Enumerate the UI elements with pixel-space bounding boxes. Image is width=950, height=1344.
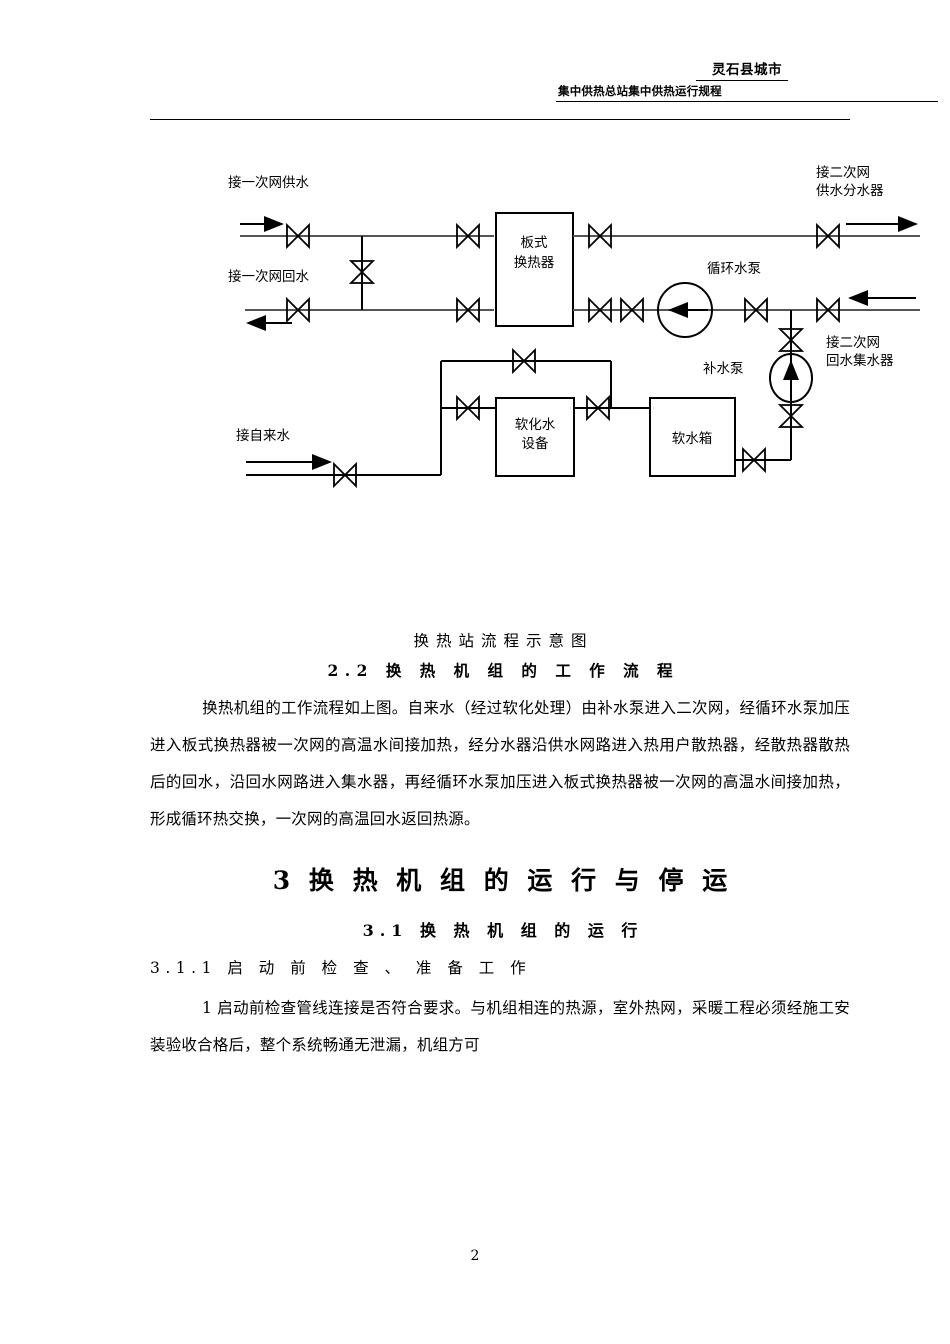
label-circulation-pump: 循环水泵 <box>707 261 761 277</box>
paragraph-pre-start-check: 1 启动前检查管线连接是否符合要求。与机组相连的热源，室外热网，采暖工程必须经施… <box>150 990 850 1064</box>
header-rule-full <box>150 119 850 120</box>
page-number: 2 <box>470 1248 480 1264</box>
label-tap-water: 接自来水 <box>236 427 290 444</box>
soft-water-tank-box <box>649 397 736 477</box>
water-softener-label-line1: 软化水 <box>515 417 556 433</box>
soft-water-tank-label: 软水箱 <box>672 431 713 447</box>
heading-section-3-1-1: 3.1.1 启 动 前 检 查 、 准 备 工 作 <box>150 959 532 977</box>
water-softener-box <box>495 397 575 477</box>
heading-section-2-2: 2.2 换 热 机 组 的 工 作 流 程 <box>327 661 680 680</box>
label-secondary-return-line1: 接二次网 <box>826 334 880 351</box>
paragraph-workflow: 换热机组的工作流程如上图。自来水（经过软化处理）由补水泵进入二次网，经循环水泵加… <box>150 690 850 838</box>
paragraph-pre-start-check-text: 1 启动前检查管线连接是否符合要求。与机组相连的热源，室外热网，采暖工程必须经施… <box>150 999 850 1054</box>
label-secondary-supply-line2: 供水分水器 <box>816 183 884 199</box>
header-rule-mid <box>556 101 938 102</box>
figure-caption: 换热站流程示意图 <box>413 632 594 650</box>
heading-section-3: 3 换 热 机 组 的 运 行 与 停 运 <box>272 866 733 895</box>
plate-heat-exchanger-label-line2: 换热器 <box>514 255 555 271</box>
water-softener-label-line2: 设备 <box>522 435 550 452</box>
label-secondary-return-line2: 回水集水器 <box>826 353 894 369</box>
header-rule-short <box>696 80 788 81</box>
label-secondary-supply-line1: 接二次网 <box>816 164 870 181</box>
plate-heat-exchanger-label-line1: 板式 <box>521 235 549 251</box>
header-org-name: 灵石县城市 <box>712 62 782 78</box>
circulation-pump-symbol <box>657 282 713 338</box>
plate-heat-exchanger-box <box>495 212 574 327</box>
label-makeup-pump: 补水泵 <box>703 361 744 377</box>
heading-section-3-1: 3.1 换 热 机 组 的 运 行 <box>362 921 644 940</box>
paragraph-workflow-text: 换热机组的工作流程如上图。自来水（经过软化处理）由补水泵进入二次网，经循环水泵加… <box>150 699 850 828</box>
heat-exchange-station-flow-diagram: 接一次网供水 接一次网回水 接二次网 供水分水器 循环水泵 接二次网 回水集水器… <box>0 150 950 510</box>
page-header: 灵石县城市 集中供热总站集中供热运行规程 <box>150 58 938 120</box>
document-body: 换热站流程示意图 2.2 换 热 机 组 的 工 作 流 程 换热机组的工作流程… <box>150 628 850 1064</box>
makeup-pump-symbol <box>769 353 813 403</box>
label-primary-return: 接一次网回水 <box>228 268 309 285</box>
label-primary-supply: 接一次网供水 <box>228 174 309 191</box>
header-doc-title: 集中供热总站集中供热运行规程 <box>558 84 722 98</box>
